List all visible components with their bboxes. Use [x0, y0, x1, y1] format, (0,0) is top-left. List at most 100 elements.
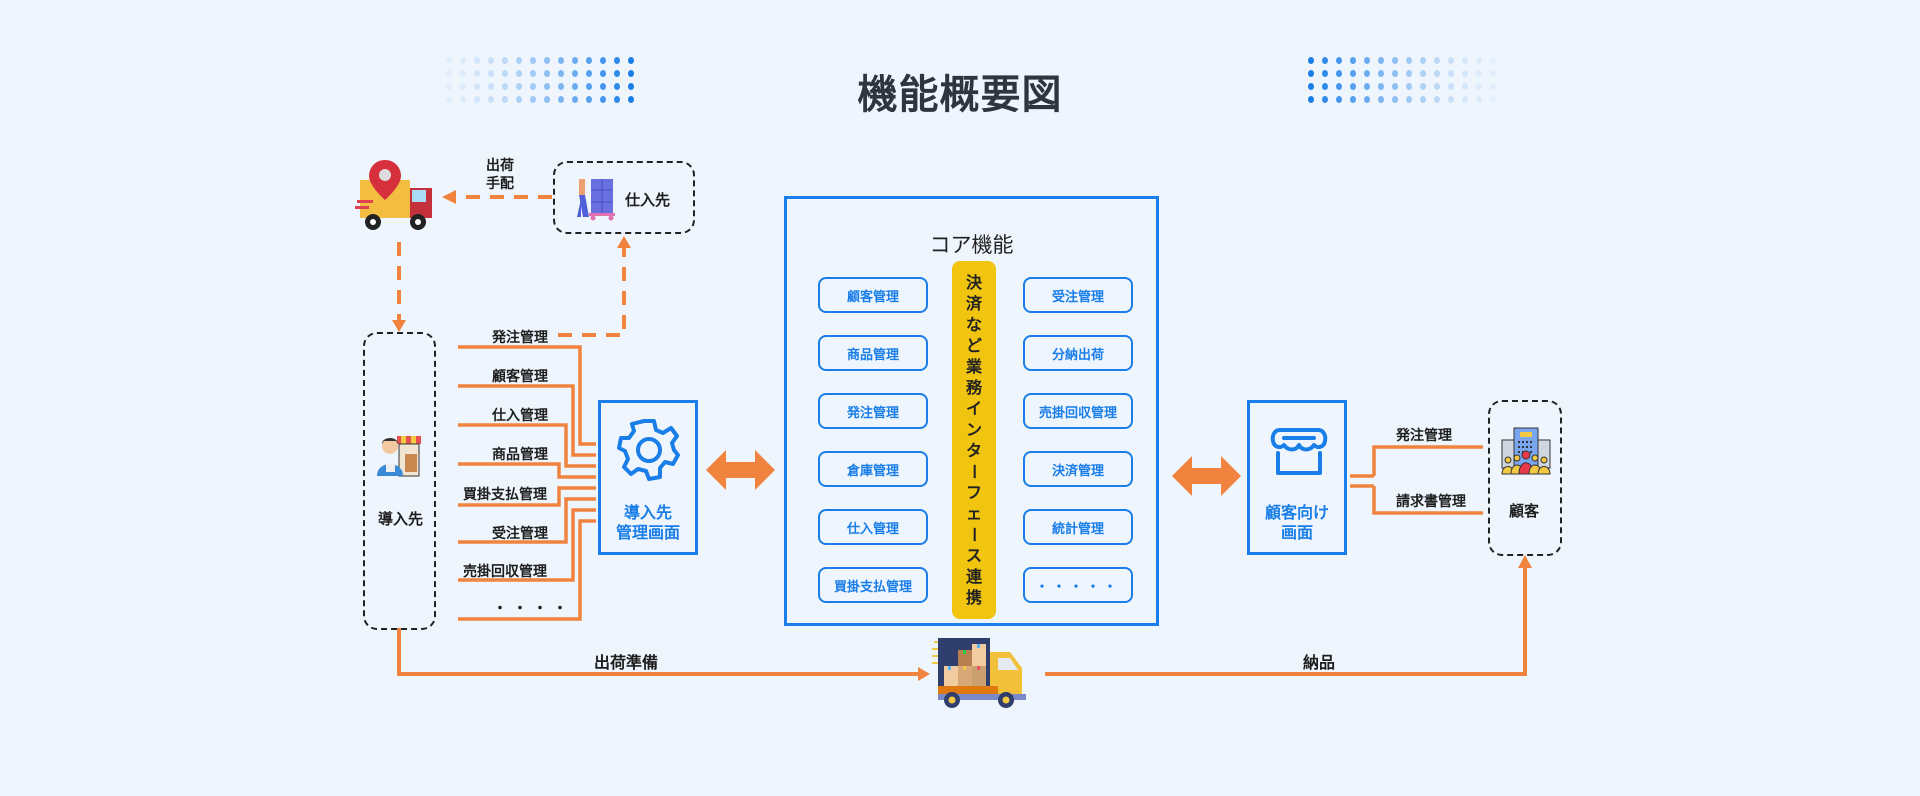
flow-shipping-prep — [397, 628, 920, 676]
core-item-left[interactable]: 仕入管理 — [818, 509, 928, 545]
decor-dot — [1350, 70, 1356, 77]
double-arrow-right — [1172, 456, 1241, 496]
decor-dot — [446, 96, 452, 103]
interface-char: ー — [964, 526, 984, 543]
customer-function-label: 請求書管理 — [1396, 494, 1466, 510]
decor-dot — [1448, 57, 1454, 64]
decor-dot — [1462, 70, 1468, 77]
interface-char: タ — [965, 441, 982, 460]
core-item-left[interactable]: 商品管理 — [818, 335, 928, 371]
interface-char: ー — [964, 463, 984, 480]
decor-dot — [1420, 57, 1426, 64]
decor-dot — [558, 57, 564, 64]
business-interface-bar: 決済など業務インターフェース連携 — [952, 261, 996, 619]
decor-dot — [1364, 83, 1370, 90]
client-function-label: 買掛支払管理 — [463, 487, 547, 503]
decor-dots-left — [446, 54, 637, 106]
decor-dot — [1462, 96, 1468, 103]
decor-dot — [586, 70, 592, 77]
core-item-right[interactable]: ・・・・・ — [1023, 567, 1133, 603]
customer-node: 顧客 — [1488, 400, 1562, 556]
decor-dot — [544, 83, 550, 90]
decor-dot — [1308, 96, 1314, 103]
decor-dot — [628, 83, 634, 90]
page-title: 機能概要図 — [857, 72, 1063, 118]
customer-screen-node[interactable]: 顧客向け 画面 — [1247, 400, 1347, 555]
decor-dot — [460, 83, 466, 90]
admin-screen-node[interactable]: 導入先 管理画面 — [598, 400, 698, 555]
decor-dot — [1476, 96, 1482, 103]
interface-char: フ — [965, 483, 982, 502]
decor-dot — [530, 96, 536, 103]
decor-dot — [1336, 83, 1342, 90]
decor-dot — [1434, 57, 1440, 64]
core-item-left[interactable]: 顧客管理 — [818, 277, 928, 313]
decor-dot — [488, 83, 494, 90]
core-item-left[interactable]: 買掛支払管理 — [818, 567, 928, 603]
decor-dot — [1322, 96, 1328, 103]
decor-dot — [516, 57, 522, 64]
decor-dot — [446, 57, 452, 64]
arrowhead-up — [617, 236, 631, 248]
decor-dot — [1308, 83, 1314, 90]
core-functions-panel: コア機能 顧客管理 商品管理 発注管理 倉庫管理 仕入管理 買掛支払管理 受注管… — [784, 196, 1159, 626]
shipping-prep-label: 出荷準備 — [594, 653, 659, 672]
interface-char: ェ — [965, 504, 982, 523]
decor-dot — [460, 70, 466, 77]
core-item-left[interactable]: 倉庫管理 — [818, 451, 928, 487]
decor-dot — [614, 57, 620, 64]
client-function-label: 仕入管理 — [492, 408, 548, 424]
decor-dot — [1378, 57, 1384, 64]
decor-dot — [586, 57, 592, 64]
decor-dot — [1364, 70, 1370, 77]
decor-dot — [1476, 70, 1482, 77]
shopkeeper-icon — [377, 434, 423, 478]
core-item-right[interactable]: 売掛回収管理 — [1023, 393, 1133, 429]
decor-dot — [572, 57, 578, 64]
decor-dot — [488, 57, 494, 64]
client-function-label: 受注管理 — [492, 526, 548, 542]
decor-dot — [628, 57, 634, 64]
decor-dot — [1364, 57, 1370, 64]
decor-dot — [1322, 83, 1328, 90]
decor-dot — [1392, 83, 1398, 90]
customer-label: 顧客 — [1509, 502, 1540, 520]
core-item-right[interactable]: 受注管理 — [1023, 277, 1133, 313]
interface-char: 務 — [965, 378, 982, 397]
decor-dot — [558, 83, 564, 90]
decor-dot — [614, 70, 620, 77]
decor-dot — [600, 96, 606, 103]
decor-dot — [1448, 70, 1454, 77]
decor-dot — [474, 70, 480, 77]
decor-dot — [502, 57, 508, 64]
decor-dot — [1378, 96, 1384, 103]
shipping-arrange-label-2: 手配 — [486, 176, 514, 192]
decor-dot — [1392, 70, 1398, 77]
decor-dot — [1406, 96, 1412, 103]
decor-dot — [1490, 57, 1496, 64]
decor-dot — [530, 70, 536, 77]
client-function-label: ・・・・ — [493, 601, 573, 617]
decor-dot — [558, 96, 564, 103]
core-item-left[interactable]: 発注管理 — [818, 393, 928, 429]
gear-icon — [616, 417, 682, 483]
core-item-right[interactable]: 統計管理 — [1023, 509, 1133, 545]
interface-char: 携 — [965, 588, 982, 607]
decor-dot — [1406, 83, 1412, 90]
core-item-right[interactable]: 分納出荷 — [1023, 335, 1133, 371]
decor-dot — [516, 70, 522, 77]
decor-dot — [1350, 83, 1356, 90]
interface-char: ス — [965, 546, 982, 565]
core-item-right[interactable]: 決済管理 — [1023, 451, 1133, 487]
supplier-label: 仕入先 — [625, 191, 671, 209]
decor-dots-right — [1308, 54, 1499, 106]
decor-dot — [1350, 57, 1356, 64]
decor-dot — [1392, 57, 1398, 64]
decor-dot — [502, 96, 508, 103]
customer-screen-label-2: 画面 — [1280, 523, 1313, 542]
decor-dot — [1420, 70, 1426, 77]
decor-dot — [1462, 83, 1468, 90]
decor-dot — [502, 83, 508, 90]
admin-screen-label-2: 管理画面 — [615, 523, 680, 542]
decor-dot — [474, 96, 480, 103]
